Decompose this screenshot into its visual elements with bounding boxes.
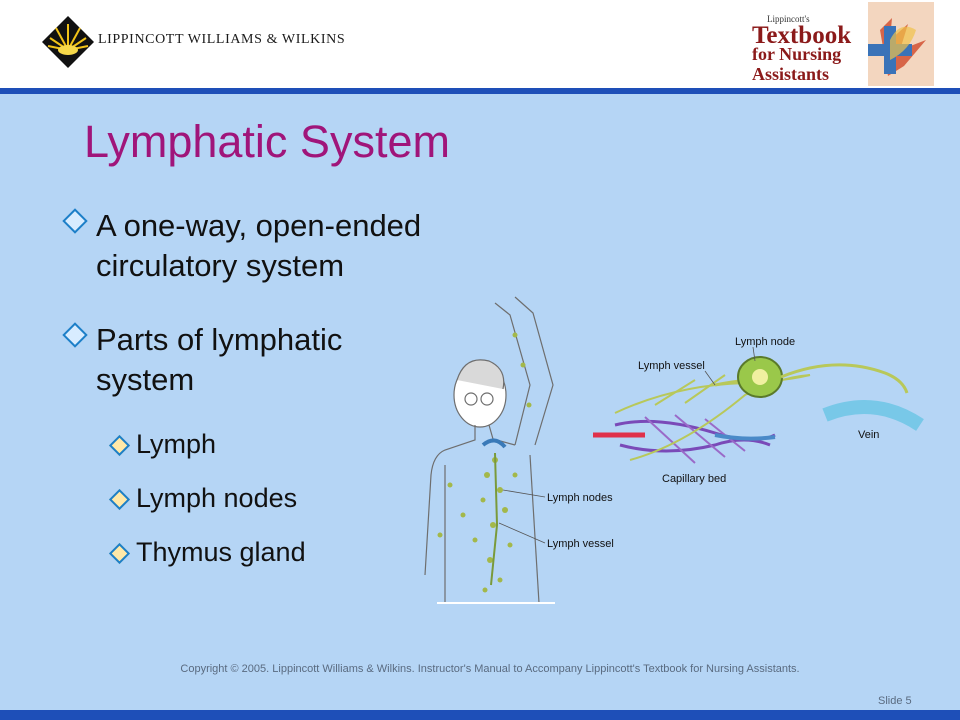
subbullet-diamond-icon	[108, 434, 131, 457]
leader-lines	[498, 346, 756, 544]
bullet-item: A one-way, open-ended circulatory system	[96, 206, 421, 286]
lymphatic-system-illustration: Lymph node Lymph vessel Vein Capillary b…	[424, 296, 924, 604]
copyright-notice: Copyright © 2005. Lippincott Williams & …	[180, 663, 800, 675]
label-lymph-node: Lymph node	[735, 336, 795, 348]
subclavian-vein	[481, 438, 507, 449]
lymph-node-graphic	[714, 356, 909, 398]
thoracic-duct	[490, 452, 499, 586]
lww-starburst-logo	[42, 16, 94, 68]
header-bar	[0, 0, 960, 88]
book-logo-graphic	[868, 2, 934, 86]
subbullet-item: Lymph nodes	[136, 483, 298, 513]
label-lymph-nodes: Lymph nodes	[547, 492, 613, 504]
publisher-name: LIPPINCOTT WILLIAMS & WILKINS	[98, 32, 346, 47]
vein-graphic	[822, 400, 924, 431]
subbullet-item: Lymph	[136, 429, 217, 459]
label-lymph-vessel-body: Lymph vessel	[547, 538, 614, 550]
body-figure	[424, 296, 555, 604]
header-divider	[0, 88, 960, 94]
bullet-item: Parts of lymphatic system	[96, 320, 342, 400]
slide-number: Slide 5	[878, 695, 912, 707]
label-lymph-vessel: Lymph vessel	[638, 360, 705, 372]
label-capillary-bed: Capillary bed	[662, 473, 726, 485]
subbullet-diamond-icon	[108, 488, 131, 511]
book-logo-line: Textbook	[752, 22, 852, 49]
bullet-diamond-icon	[62, 208, 88, 234]
book-logo-line: for Nursing	[752, 44, 842, 64]
bullet-line: Parts of lymphatic	[96, 322, 343, 357]
bullet-line: A one-way, open-ended	[96, 208, 422, 243]
subbullet-diamond-icon	[108, 542, 131, 565]
book-logo-small-text: Lippincott's	[767, 14, 810, 24]
bullet-line: system	[96, 362, 195, 397]
label-vein: Vein	[858, 429, 879, 441]
footer-divider	[0, 710, 960, 720]
lymph-dots	[437, 332, 532, 593]
bullet-diamond-icon	[62, 322, 88, 348]
subbullet-item: Thymus gland	[136, 537, 306, 567]
slide-title: Lymphatic System	[84, 116, 450, 167]
bullet-line: circulatory system	[96, 248, 345, 283]
book-logo-line: Assistants	[752, 64, 830, 84]
